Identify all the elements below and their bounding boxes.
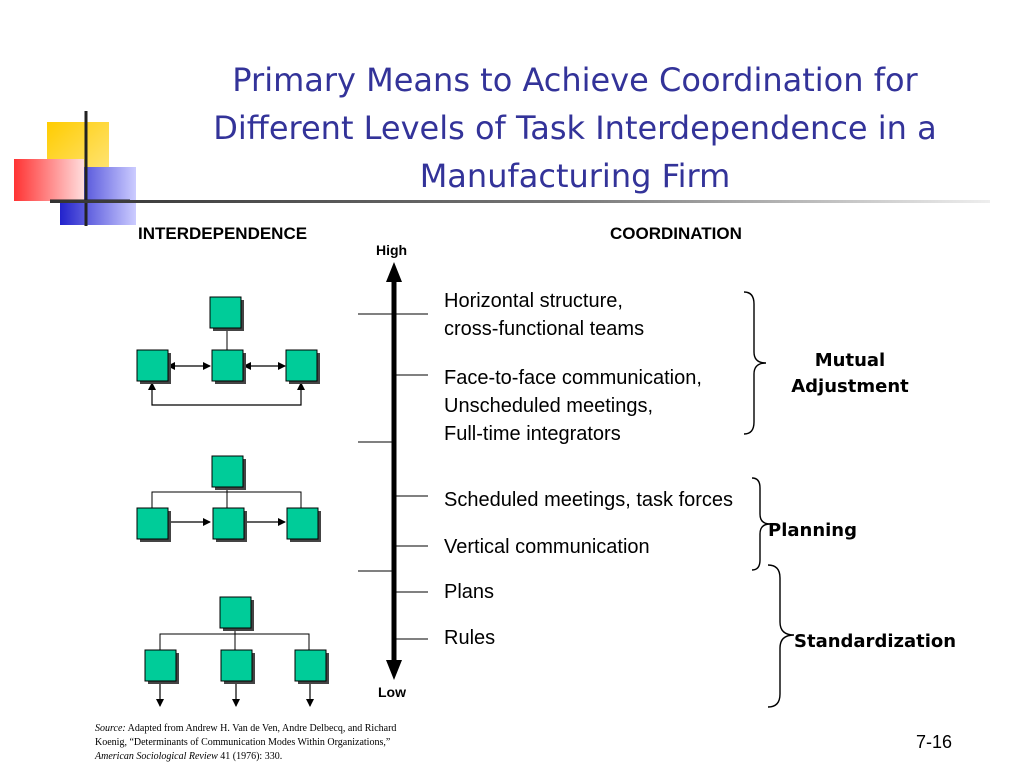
unit-box: [211, 455, 244, 488]
unit-box: [209, 296, 242, 329]
unit-box: [285, 349, 318, 382]
unit-box: [211, 349, 244, 382]
page-number: 7-16: [916, 732, 953, 752]
coordination-item: Vertical communication: [444, 533, 650, 561]
brace-planning: [751, 477, 771, 571]
coordination-header: COORDINATION: [610, 224, 742, 243]
axis-arrow-down: [386, 660, 402, 680]
title-line-1: Primary Means to Achieve Coordination fo…: [232, 61, 918, 99]
title-line-2: Different Levels of Task Interdependence…: [213, 109, 937, 147]
slide-title: Primary Means to Achieve Coordination fo…: [160, 56, 990, 200]
item-line: Rules: [444, 627, 496, 649]
unit-box: [294, 649, 327, 682]
unit-box: [136, 349, 169, 382]
unit-box: [220, 649, 253, 682]
axis-label-low: Low: [378, 684, 406, 700]
item-line: Face-to-face communication,: [444, 367, 702, 389]
source-journal: American Sociological Review: [95, 751, 218, 762]
deco-red-square: [14, 159, 84, 201]
source-label: Source:: [95, 723, 126, 734]
item-line: Unscheduled meetings,: [444, 395, 654, 417]
group-label-line: Adjustment: [791, 376, 909, 397]
item-line: cross-functional teams: [444, 318, 645, 340]
unit-box: [286, 507, 319, 540]
connector-line: [159, 633, 310, 650]
coordination-item: Rules: [444, 624, 495, 652]
item-line: Full-time integrators: [444, 423, 621, 445]
title-divider: [50, 200, 990, 203]
brace-standardization: [767, 564, 795, 708]
brace-mutual-adjustment: [743, 291, 767, 435]
unit-box: [144, 649, 177, 682]
group-label-line: Mutual: [814, 350, 886, 371]
item-line: Scheduled meetings, task forces: [444, 489, 734, 511]
coordination-item: Scheduled meetings, task forces: [444, 486, 733, 514]
interdependence-header: INTERDEPENDENCE: [138, 224, 308, 243]
pooled-interdependence-diagram: [144, 596, 329, 707]
connector-line: [151, 491, 302, 509]
item-line: Plans: [444, 581, 495, 603]
source-text: 41 (1976): 330.: [217, 751, 283, 762]
item-line: Horizontal structure,: [444, 290, 623, 312]
group-label-standardization: Standardization: [794, 631, 957, 652]
axis-arrow-up: [386, 262, 402, 282]
unit-box: [212, 507, 245, 540]
axis-label-high: High: [376, 242, 408, 258]
coordination-item: Plans: [444, 578, 494, 606]
source-citation: Source: Adapted from Andrew H. Van de Ve…: [95, 722, 425, 764]
group-label-mutual-adjustment: Mutual Adjustment: [772, 348, 928, 400]
coordination-item: Horizontal structure, cross-functional t…: [444, 287, 644, 343]
sequential-interdependence-diagram: [136, 455, 321, 542]
item-line: Vertical communication: [444, 536, 650, 558]
unit-box: [136, 507, 169, 540]
reciprocal-interdependence-diagram: [136, 296, 320, 406]
loop-arrow: [148, 382, 305, 406]
unit-box: [219, 596, 252, 629]
group-label-planning: Planning: [768, 520, 858, 541]
source-text: Adapted from Andrew H. Van de Ven, Andre…: [95, 723, 397, 748]
coordination-item: Face-to-face communication, Unscheduled …: [444, 364, 702, 448]
title-line-3: Manufacturing Firm: [419, 157, 731, 195]
